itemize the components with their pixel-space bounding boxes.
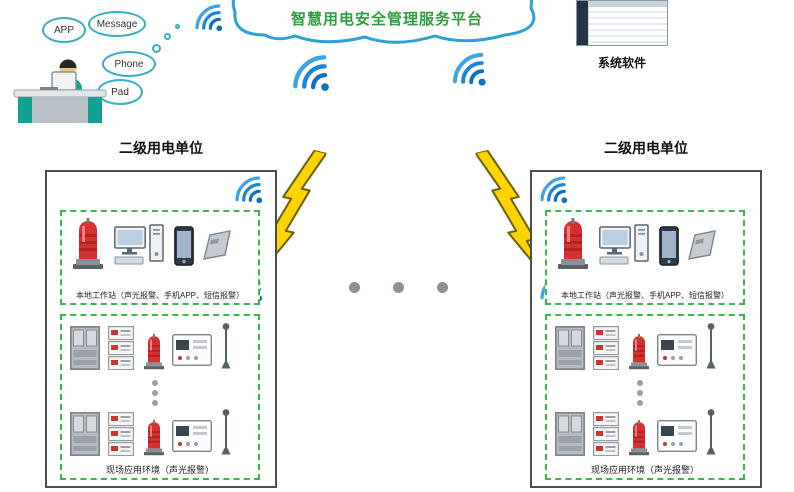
software-sidebar [577,1,588,45]
control-panel-icon [172,420,212,452]
wifi-icon [441,41,503,103]
unit-right-box: 本地工作站（声光报警、手机APP、短信报警） 现场应用环境（声光报警） [530,170,762,488]
cabinet-icon [555,412,585,456]
more-units-dot [349,282,360,293]
more-devices-dots [637,376,644,410]
module-stack-icon [108,412,134,456]
control-panel-icon [657,420,697,452]
bubble-message: Message [88,11,146,37]
bubble-message-label: Message [96,18,138,30]
control-panel-icon [657,334,697,366]
workstation-caption: 本地工作站（声光报警、手机APP、短信报警） [75,291,244,300]
alarm-beacon-icon [70,218,106,270]
field-caption: 现场应用环境（声光报警） [590,465,699,475]
field-zone: 现场应用环境（声光报警） [60,314,260,480]
phone-icon [174,226,194,266]
module-stack-icon [108,326,134,370]
workstation-zone: 本地工作站（声光报警、手机APP、短信报警） [545,210,745,305]
workstation-caption: 本地工作站（声光报警、手机APP、短信报警） [560,291,729,300]
wifi-icon [280,42,348,110]
workstation-zone: 本地工作站（声光报警、手机APP、短信报警） [60,210,260,305]
phone-icon [659,226,679,266]
computer-icon [599,224,651,270]
system-software-label: 系统软件 [597,56,646,70]
antenna-icon [220,322,232,370]
alarm-beacon-icon [142,420,166,456]
bubble-pad-label: Pad [111,86,129,98]
antenna-icon [705,408,717,456]
cloud-shape [231,0,536,44]
more-devices-dots [152,376,159,410]
bubble-trail-dot [175,24,180,29]
field-caption: 现场应用环境（声光报警） [105,465,214,475]
cabinet-icon [70,326,100,370]
field-device-row [547,324,743,374]
operator-illustration [13,59,107,123]
cabinet-icon [555,326,585,370]
field-zone: 现场应用环境（声光报警） [545,314,745,480]
alarm-beacon-icon [555,218,591,270]
system-software-screenshot [576,0,668,46]
antenna-icon [220,408,232,456]
software-table-rows [588,1,667,45]
more-units-dot [437,282,448,293]
alarm-beacon-icon [627,334,651,370]
platform-title: 智慧用电安全管理服务平台 [290,11,483,28]
unit-left-title: 二级用电单位 [119,140,203,156]
cabinet-icon [70,412,100,456]
alarm-beacon-icon [627,420,651,456]
control-panel-icon [172,334,212,366]
card-icon [687,228,717,262]
field-device-row [547,410,743,460]
bubble-app: APP [42,17,86,43]
antenna-icon [705,322,717,370]
bubble-phone-label: Phone [114,58,144,70]
bubble-trail-dot [164,33,171,40]
alarm-beacon-icon [142,334,166,370]
computer-icon [114,224,166,270]
field-device-row [62,410,258,460]
bubble-trail-dot [152,44,161,53]
card-icon [202,228,232,262]
unit-left-box: 本地工作站（声光报警、手机APP、短信报警） 现场应用环境（声光报警） [45,170,277,488]
unit-right-title: 二级用电单位 [604,140,688,156]
module-stack-icon [593,326,619,370]
field-device-row [62,324,258,374]
bubble-phone: Phone [102,51,156,77]
more-units-dot [393,282,404,293]
bubble-app-label: APP [53,24,74,36]
module-stack-icon [593,412,619,456]
